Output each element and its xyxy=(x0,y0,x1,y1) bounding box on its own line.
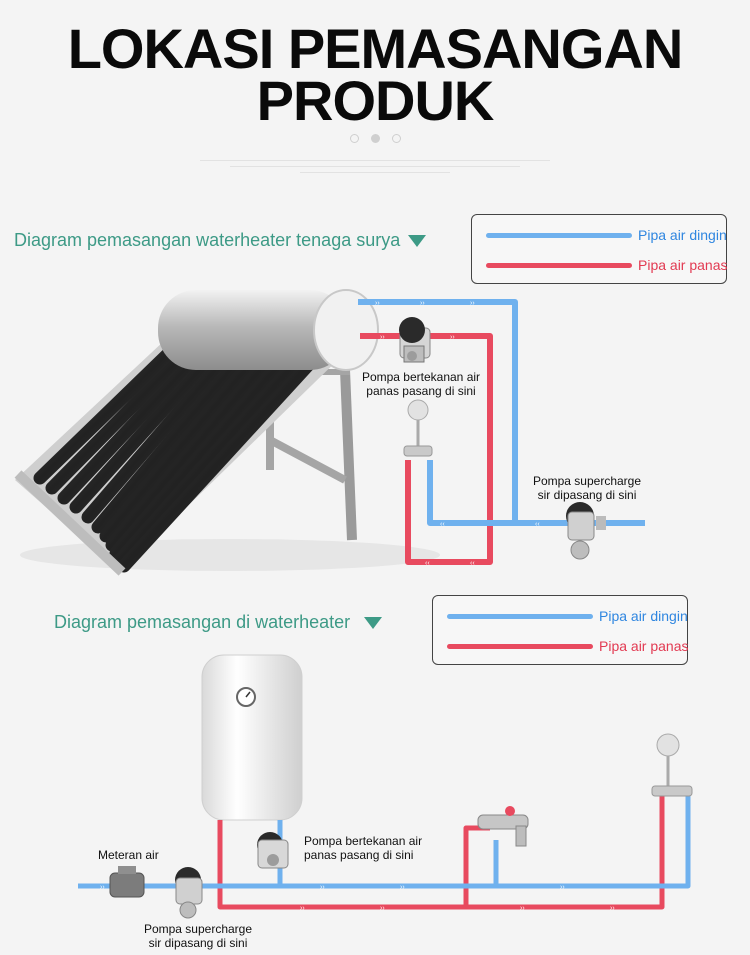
supercharge-pump-icon xyxy=(175,867,203,919)
water-meter-icon xyxy=(109,866,145,898)
note-line: Pompa supercharge xyxy=(532,474,642,488)
solar-hot-pipes xyxy=(360,333,493,565)
faucet-icon xyxy=(477,806,529,847)
triangle-down-icon xyxy=(364,617,383,630)
dot-3 xyxy=(391,134,401,143)
water-meter-label: Meteran air xyxy=(98,848,159,862)
svg-text:››: ›› xyxy=(320,884,325,891)
booster-pump-icon xyxy=(257,832,289,869)
solar-booster-note: Pompa bertekanan air panas pasang di sin… xyxy=(360,370,482,398)
heater-booster-note: Pompa bertekanan air panas pasang di sin… xyxy=(304,834,422,862)
hot-pipe-label: Pipa air panas xyxy=(638,257,728,273)
solar-legend: Pipa air dingin Pipa air panas xyxy=(471,214,728,284)
solar-section-heading: Diagram pemasangan waterheater tenaga su… xyxy=(14,230,427,251)
cold-pipe-label: Pipa air dingin xyxy=(599,608,688,624)
svg-text:››: ›› xyxy=(100,884,105,891)
supercharge-pump-icon xyxy=(566,502,606,560)
page-title-line2: PRODUK xyxy=(256,69,495,132)
note-line: Pompa bertekanan air xyxy=(304,834,423,848)
hot-pipe-swatch xyxy=(486,263,632,268)
svg-text:››: ›› xyxy=(300,905,305,912)
cold-pipe-swatch xyxy=(447,614,593,619)
hot-pipe-swatch xyxy=(447,644,593,649)
svg-text:››: ›› xyxy=(560,884,565,891)
note-line: sir dipasang di sini xyxy=(537,488,637,502)
solar-water-heater xyxy=(14,289,440,576)
note-line: panas pasang di sini xyxy=(366,384,476,398)
cold-pipe-label: Pipa air dingin xyxy=(638,227,727,243)
decorative-line xyxy=(230,166,520,167)
heater-section-heading: Diagram pemasangan di waterheater xyxy=(54,612,383,633)
booster-pump-icon xyxy=(399,317,431,363)
svg-text:››: ›› xyxy=(450,334,455,341)
solar-supercharge-note: Pompa supercharge sir dipasang di sini xyxy=(532,474,642,502)
svg-text:››: ›› xyxy=(610,905,615,912)
svg-text:››: ›› xyxy=(375,300,380,307)
page-title-line1: LOKASI PEMASANGAN xyxy=(67,17,684,80)
solar-section-heading-text: Diagram pemasangan waterheater tenaga su… xyxy=(14,230,401,250)
shower-head-icon xyxy=(403,399,433,457)
heater-legend: Pipa air dingin Pipa air panas xyxy=(432,595,689,665)
svg-text:››: ›› xyxy=(400,884,405,891)
triangle-down-icon xyxy=(408,235,427,248)
svg-text:››: ›› xyxy=(470,300,475,307)
note-line: sir dipasang di sini xyxy=(148,936,248,950)
decorative-line xyxy=(200,160,550,161)
dot-2 xyxy=(370,134,380,143)
flow-arrows: ›› ›› ›› ›› ›› ›› ›› ›› xyxy=(100,884,615,912)
svg-text:››: ›› xyxy=(380,334,385,341)
svg-text:‹‹: ‹‹ xyxy=(470,560,475,567)
hot-pipe-label: Pipa air panas xyxy=(599,638,689,654)
electric-water-heater xyxy=(201,654,303,821)
svg-text:››: ›› xyxy=(420,300,425,307)
svg-text:‹‹: ‹‹ xyxy=(535,521,540,528)
svg-text:››: ›› xyxy=(520,905,525,912)
heater-supercharge-note: Pompa supercharge sir dipasang di sini xyxy=(138,922,258,950)
shower-head-icon xyxy=(651,733,693,797)
heater-section-heading-text: Diagram pemasangan di waterheater xyxy=(54,612,351,632)
svg-text:‹‹: ‹‹ xyxy=(440,521,445,528)
svg-text:››: ›› xyxy=(380,905,385,912)
note-line: Pompa supercharge xyxy=(143,922,253,936)
note-line: Pompa bertekanan air xyxy=(361,370,481,384)
carousel-dots xyxy=(0,130,750,148)
cold-pipe-swatch xyxy=(486,233,632,238)
decorative-line xyxy=(300,172,450,173)
note-line: panas pasang di sini xyxy=(304,848,414,862)
dot-1 xyxy=(349,134,359,143)
svg-text:‹‹: ‹‹ xyxy=(425,560,430,567)
